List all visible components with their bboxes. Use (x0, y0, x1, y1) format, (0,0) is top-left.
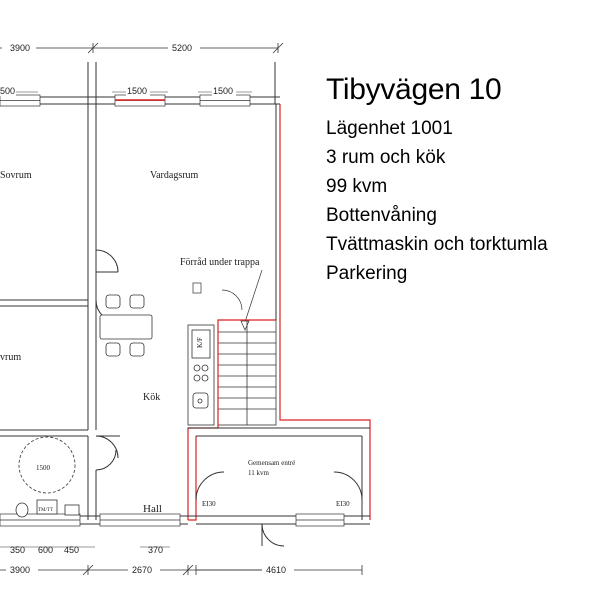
wall-unit (192, 282, 202, 294)
door-label-left: EI30 (202, 500, 216, 508)
storage-door-swing (221, 289, 243, 311)
dining-table (99, 294, 153, 357)
room-kitchen: Kök (143, 392, 160, 403)
kitchen-counter (187, 324, 215, 426)
dim-window-left: 500 (0, 86, 15, 96)
listing-title: Tibyvägen 10 (326, 73, 502, 106)
dim-window-mid: 1500 (127, 86, 147, 96)
room-living: Vardagsrum (150, 170, 199, 181)
fridge-label: K/F (196, 337, 204, 348)
dim-sub-600: 600 (38, 545, 53, 555)
listing-info: Tibyvägen 10 Lägenhet 1001 3 rum och kök… (326, 72, 600, 288)
listing-area: 99 kvm (326, 176, 388, 197)
top-wall (0, 62, 280, 430)
room-entrance-area: 11 kvm (248, 469, 269, 477)
bath-circle-dim: 1500 (36, 464, 51, 472)
listing-rooms: 3 rum och kök (326, 147, 446, 168)
room-hall: Hall (143, 503, 162, 515)
bath-fixtures (15, 436, 80, 518)
room-bedroom-1: Sovrum (0, 170, 32, 181)
room-bedroom-2: vrum (0, 352, 21, 363)
dim-bottom-mid: 2670 (132, 565, 152, 575)
washer-label: TM/TT (38, 508, 53, 513)
bottom-dimension-line (0, 564, 363, 576)
dim-sub-350: 350 (10, 545, 25, 555)
room-entrance: Gemensam entré (248, 459, 295, 467)
dim-sub-450: 450 (64, 545, 79, 555)
dim-top-right: 5200 (172, 43, 192, 53)
listing-apartment: Lägenhet 1001 (326, 118, 453, 139)
storage-arrow (240, 269, 263, 331)
entrance-walls (188, 104, 370, 520)
door-label-right: EI30 (336, 500, 350, 508)
listing-floor: Bottenvåning (326, 205, 437, 226)
dim-top-left: 3900 (10, 43, 30, 53)
dim-window-right: 1500 (213, 86, 233, 96)
room-storage: Förråd under trappa (180, 257, 260, 268)
bedroom-partitions (0, 249, 120, 520)
dim-bottom-right: 4610 (266, 565, 286, 575)
listing-laundry: Tvättmaskin och torktumla (326, 234, 548, 255)
dim-sub-370: 370 (148, 545, 163, 555)
unit-boundary-line (279, 104, 371, 520)
hall-boundary-line (188, 436, 197, 521)
top-dimension-line (0, 42, 284, 54)
listing-parking: Parkering (326, 263, 408, 284)
dim-bottom-left: 3900 (10, 565, 30, 575)
staircase (217, 319, 277, 426)
